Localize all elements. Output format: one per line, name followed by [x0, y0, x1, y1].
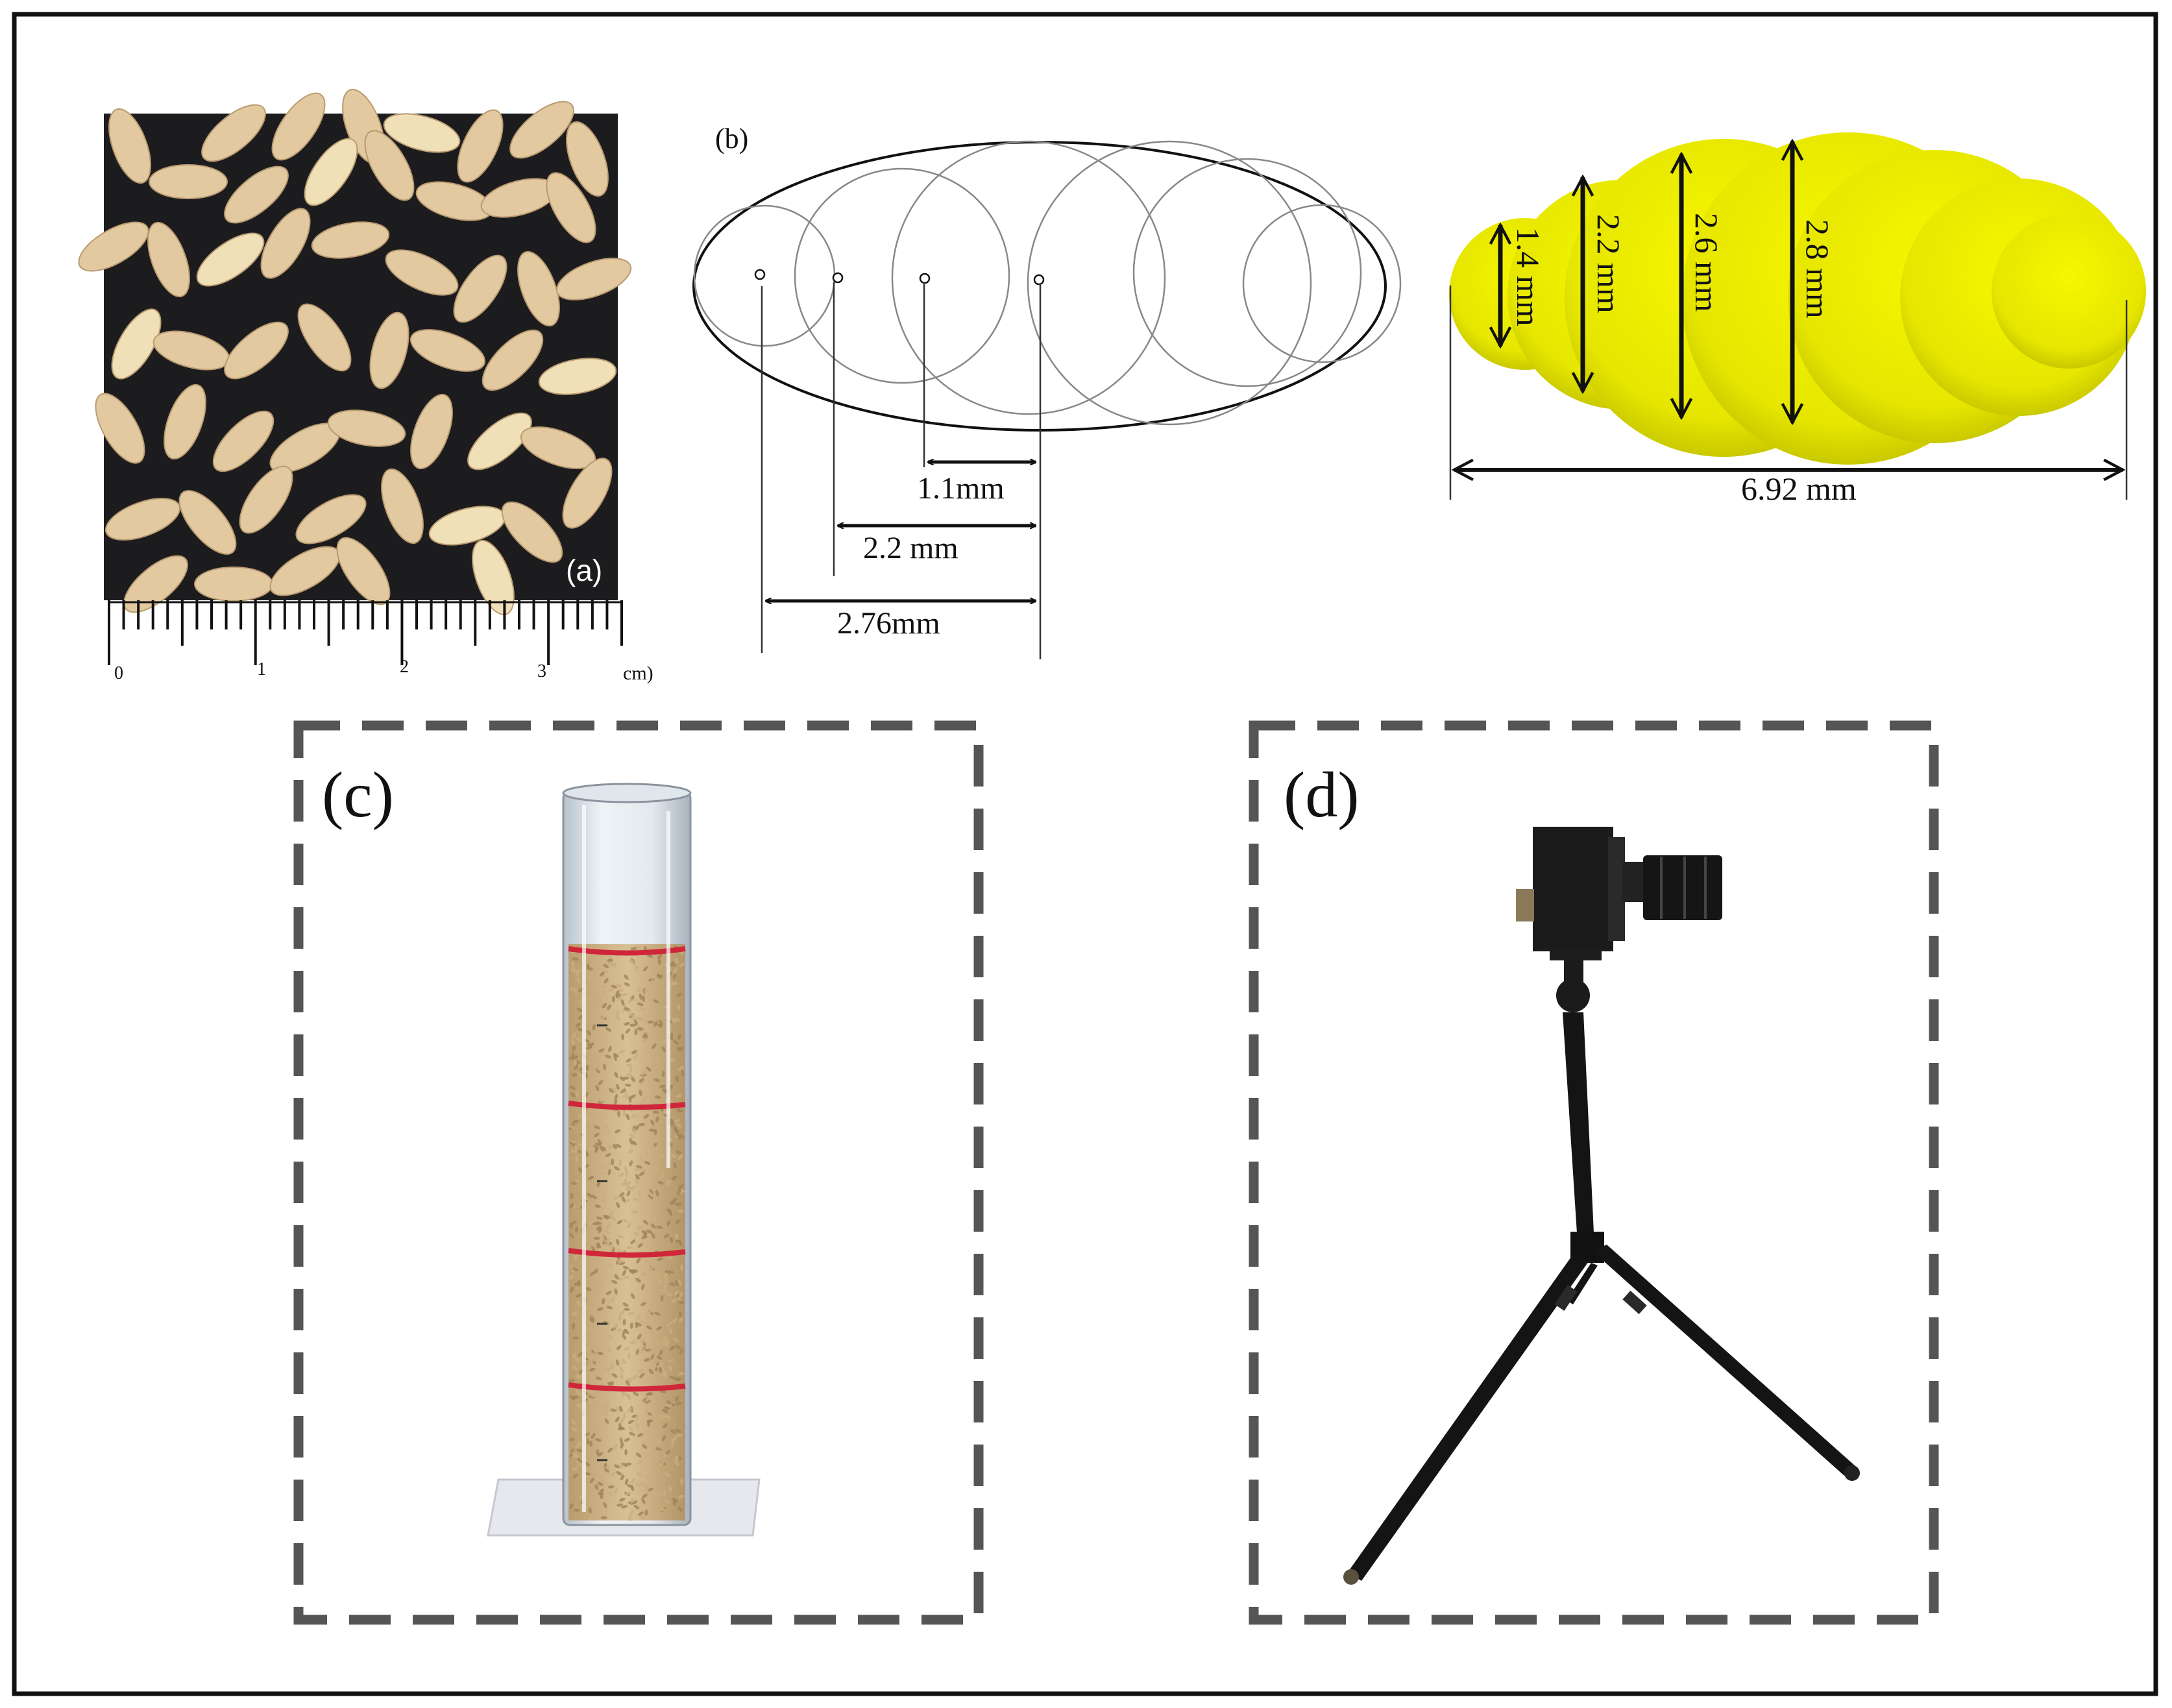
tripod-center-column [1563, 1012, 1594, 1233]
dim-label-2-2: 2.2 mm [863, 531, 958, 565]
camera-lens-mount [1622, 862, 1646, 902]
model-vertical-arrows [1500, 141, 1792, 422]
height-label-2-2: 2.2 mm [1591, 214, 1627, 313]
ruler-label-0: 0 [114, 663, 123, 683]
panel-b: (b) 1.1mm 2.2 mm 2.76mm [692, 123, 1402, 659]
leg-foot-right [1844, 1465, 1860, 1481]
tripod-head-neck [1564, 959, 1583, 985]
length-label: 6.92 mm [1741, 470, 1857, 507]
leg-foot-left [1343, 1569, 1359, 1585]
panel-model: 1.4 mm 2.2 mm 2.6 mm 2.8 mm 6.92 mm [1449, 132, 2146, 507]
ruler-label-1: 1 [257, 659, 266, 679]
height-label-2-6: 2.6 mm [1689, 213, 1725, 312]
panel-b-label: (b) [715, 123, 748, 154]
camera-lens [1643, 855, 1722, 920]
tripod-head-plate [1550, 949, 1602, 960]
graduated-cylinder [487, 783, 761, 1537]
dim-label-2-76: 2.76mm [837, 606, 940, 640]
panel-d-dashed-box [1249, 720, 1939, 1625]
center-points [754, 269, 1045, 286]
sphere-circles [693, 140, 1402, 426]
tripod-leg-right [1592, 1245, 1856, 1476]
camera-on-tripod [1343, 827, 1860, 1585]
tripod-leg-left [1347, 1252, 1589, 1581]
panel-a: (a) 0 1 2 3 cm) [78, 88, 653, 684]
panel-c: (c) [293, 720, 984, 1625]
extension-lines [761, 282, 1042, 659]
panel-d-label: (d) [1284, 759, 1360, 831]
panel-a-label: (a) [566, 554, 602, 587]
ruler-label-3: 3 [537, 661, 546, 681]
rice-grains [78, 88, 632, 616]
height-label-2-8: 2.8 mm [1800, 219, 1836, 319]
cylinder-top [562, 783, 692, 803]
ruler-label-2: 2 [400, 657, 409, 677]
camera-connectors [1516, 889, 1534, 921]
panel-c-label: (c) [322, 759, 394, 831]
dimension-arrows [766, 462, 1036, 601]
tripod-ball-head [1556, 979, 1590, 1012]
length-dimension [1449, 286, 2128, 500]
panel-d: (d) [1249, 720, 1939, 1625]
height-label-1-4: 1.4 mm [1510, 227, 1546, 326]
ruler [108, 600, 623, 665]
leg-clip-2 [1622, 1290, 1647, 1315]
leg-clip-1 [1554, 1285, 1578, 1311]
camera-body [1533, 827, 1613, 951]
scale-marks [597, 1024, 607, 1461]
outer-frame [12, 12, 2158, 1696]
dim-label-1-1: 1.1mm [917, 471, 1005, 506]
yellow-multisphere-grain [1449, 132, 2146, 465]
panel-c-dashed-box [293, 720, 984, 1625]
ruler-unit: cm) [623, 663, 653, 684]
lens-rings [1660, 857, 1707, 919]
camera-body-side [1608, 837, 1625, 941]
glass-highlights [582, 805, 670, 1512]
